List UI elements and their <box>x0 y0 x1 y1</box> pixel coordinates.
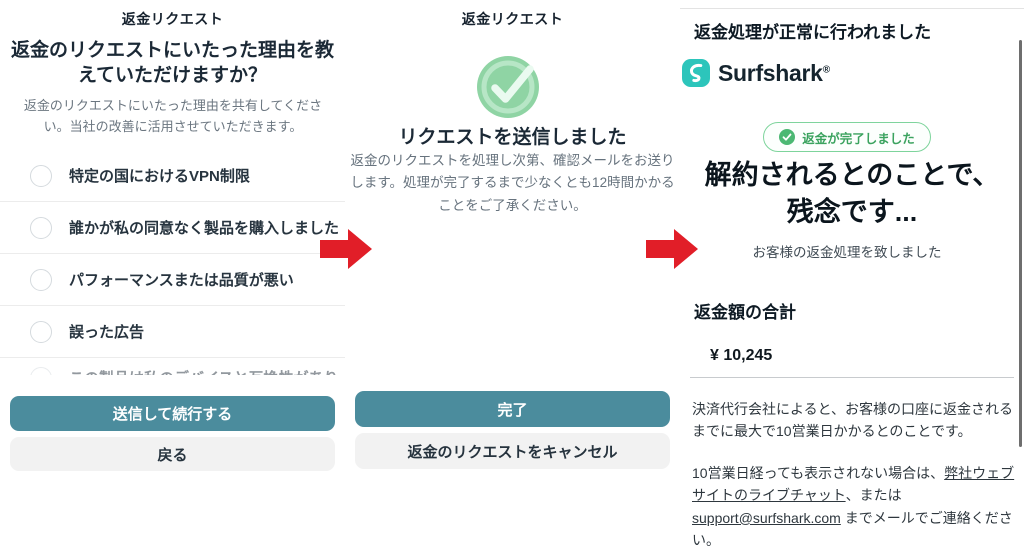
support-email-link[interactable]: support@surfshark.com <box>692 509 841 526</box>
radio-button-icon[interactable] <box>30 216 52 239</box>
divider <box>680 8 1024 9</box>
radio-button-icon[interactable] <box>30 320 52 343</box>
note-text: までメールでご連絡ください。 <box>692 509 1013 549</box>
refund-processed-subtitle: お客様の返金処理を致しました <box>752 245 942 260</box>
reason-question-subtext: 返金のリクエストにいたった理由を共有してください。当社の改善に活用させていただき… <box>23 98 323 135</box>
reason-option-vpn-restrictions[interactable]: 特定の国におけるVPN制限 <box>0 150 345 202</box>
surfshark-logo-text: Surfshark® <box>718 59 830 86</box>
surfshark-logo: Surfshark® <box>682 59 830 87</box>
reason-option-misleading-ads[interactable]: 誤った広告 <box>0 306 345 358</box>
done-button[interactable]: 完了 <box>355 391 670 427</box>
button-label: 返金のリクエストをキャンセル <box>407 443 618 461</box>
refund-success-heading: 返金処理が正常に行われました <box>694 23 932 42</box>
sorry-to-see-you-go-title: 解約されるとのことで、残念です... <box>704 160 1000 228</box>
success-checkmark-icon <box>345 52 680 120</box>
request-sent-heading: リクエストを送信しました <box>398 127 627 148</box>
badge-label: 返金が完了しました <box>802 131 915 146</box>
button-label: 戻る <box>157 446 188 464</box>
divider <box>690 377 1014 378</box>
flow-arrow-icon <box>646 229 698 269</box>
reason-option-purchased-without-consent[interactable]: 誰かが私の同意なく製品を購入しました <box>0 202 345 254</box>
radio-button-icon[interactable] <box>30 164 52 187</box>
radio-button-icon[interactable] <box>30 367 52 375</box>
reason-question-heading: 返金のリクエストにいたった理由を教えていただけますか？ <box>10 40 334 87</box>
option-label: 誤った広告 <box>69 324 145 341</box>
page-title: 返金リクエスト <box>121 11 224 27</box>
cancel-refund-request-button[interactable]: 返金のリクエストをキャンセル <box>355 433 670 469</box>
request-sent-panel: 返金リクエスト リクエストを送信しました 返金のリクエストを処理し次第、確認メー… <box>345 0 680 554</box>
note-text: 10営業日経っても表示されない場合は、 <box>692 465 945 481</box>
request-sent-body: 返金のリクエストを処理し次第、確認メールをお送りします。処理が完了するまで少なく… <box>350 153 675 213</box>
badge-check-icon <box>779 129 796 145</box>
live-chat-link[interactable]: 弊社ウェブサイトのライブチャット <box>692 465 1015 504</box>
scrollbar-thumb[interactable] <box>1019 40 1022 447</box>
registered-mark: ® <box>822 63 830 75</box>
note-text: 、または <box>845 487 902 504</box>
reason-options-list: 特定の国におけるVPN制限 誰かが私の同意なく製品を購入しました パフォーマンス… <box>0 150 345 358</box>
back-button[interactable]: 戻る <box>10 437 335 471</box>
surfshark-logo-icon <box>682 59 710 87</box>
processing-time-note: 決済代行会社によると、お客様の口座に返金されるまでに最大で10営業日かかるとのこ… <box>692 401 1014 440</box>
flow-arrow-icon <box>320 229 372 269</box>
refund-reason-panel: 返金リクエスト 返金のリクエストにいたった理由を教えていただけますか？ 返金のリ… <box>0 0 345 554</box>
button-label: 送信して続行する <box>112 406 233 423</box>
submit-continue-button[interactable]: 送信して続行する <box>10 396 335 431</box>
contact-support-note: 10営業日経っても表示されない場合は、弊社ウェブサイトのライブチャット、または … <box>692 462 1016 552</box>
reason-option-poor-performance[interactable]: パフォーマンスまたは品質が悪い <box>0 254 345 306</box>
refund-amount: ¥ 10,245 <box>710 347 773 364</box>
reason-option-incompatible-clipped[interactable]: この製品は私のデバイスと互換性がありません <box>0 358 345 375</box>
refund-total-label: 返金額の合計 <box>694 303 796 322</box>
refund-complete-badge: 返金が完了しました <box>680 122 1014 152</box>
page-title: 返金リクエスト <box>461 11 564 27</box>
button-label: 完了 <box>497 401 528 419</box>
refund-complete-panel: 返金処理が正常に行われました Surfshark® 返金が完了しました 解約され… <box>680 0 1024 554</box>
option-label: 誰かが私の同意なく製品を購入しました <box>69 220 340 237</box>
option-label: パフォーマンスまたは品質が悪い <box>69 272 294 289</box>
radio-button-icon[interactable] <box>30 268 52 291</box>
option-label: 特定の国におけるVPN制限 <box>69 168 250 185</box>
option-label: この製品は私のデバイスと互換性がありません <box>69 367 345 375</box>
